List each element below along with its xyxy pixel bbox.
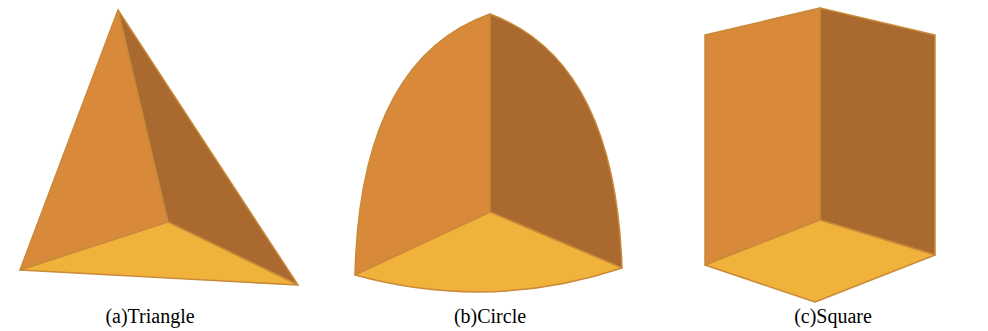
right-face xyxy=(820,8,935,255)
shape-caption: (a)Triangle xyxy=(105,306,194,326)
shape-caption: (c)Square xyxy=(794,306,872,326)
triangle-corner-shape xyxy=(20,10,298,285)
square-corner-shape xyxy=(705,8,935,302)
bottom-face xyxy=(705,220,935,302)
bottom-face xyxy=(355,212,622,292)
bottom-face xyxy=(20,222,298,285)
shape-caption: (b)Circle xyxy=(454,306,526,326)
circle-corner-shape xyxy=(355,14,622,292)
